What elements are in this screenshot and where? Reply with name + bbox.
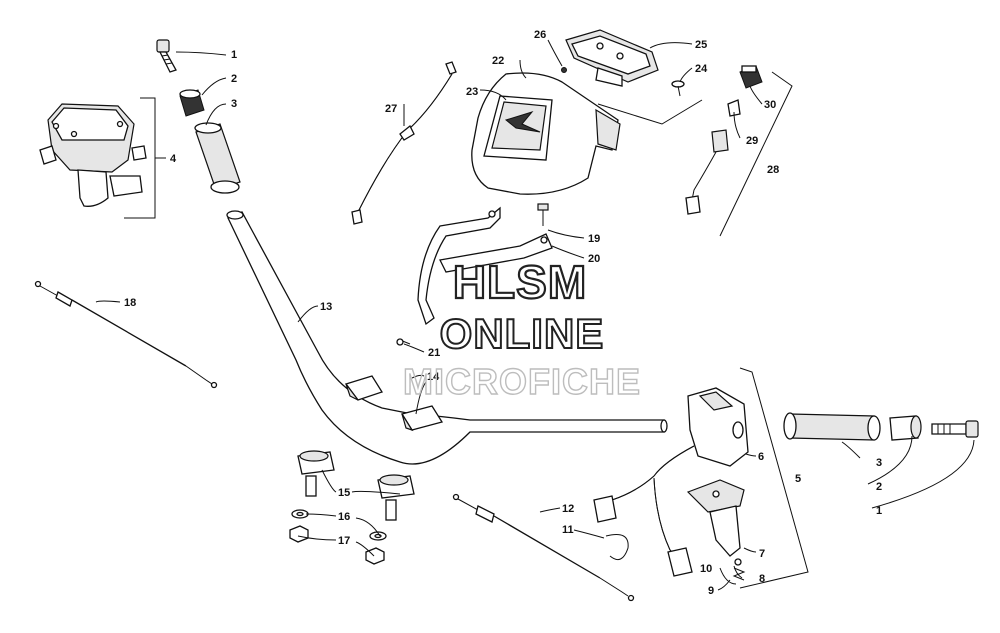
lower-clamp-part-15-right (377, 474, 415, 521)
bolt-part-1-left (156, 39, 177, 73)
screw-part-24 (671, 80, 685, 97)
throttle-housing-part-4 (39, 103, 147, 207)
callout-4: 4 (170, 153, 177, 165)
instrument-pod-part-22 (471, 72, 621, 195)
mounting-bracket-part-20 (417, 206, 553, 326)
callout-15: 15 (338, 487, 350, 499)
callout-10: 10 (700, 563, 712, 575)
handlebar-clamp-part-14-top (344, 375, 383, 401)
callout-9: 9 (708, 585, 714, 597)
speedometer-cable-part-27 (351, 61, 457, 225)
callout-28: 28 (767, 164, 779, 176)
callout-7: 7 (759, 548, 765, 560)
handlebar-clamp-part-14-bottom (400, 405, 444, 432)
callout-14: 14 (427, 371, 440, 383)
callout-12: 12 (562, 503, 574, 515)
callout-19: 19 (588, 233, 600, 245)
callout-11: 11 (562, 524, 574, 536)
watermark: HLSM ONLINE MICROFICHE (402, 255, 641, 403)
rivet-part-21 (396, 338, 411, 346)
lower-clamp-part-15-left (297, 450, 335, 497)
callout-3-right: 3 (876, 457, 882, 469)
callout-30: 30 (764, 99, 776, 111)
throttle-cable-part-18 (34, 280, 218, 389)
watermark-line-1: HLSM (453, 256, 587, 308)
end-cap-part-2-right (889, 415, 922, 441)
end-cap-part-2-left (179, 89, 205, 117)
ignition-switch-part-29 (685, 99, 741, 215)
brake-cable-part-12 (452, 493, 635, 602)
callout-24: 24 (695, 63, 708, 75)
callout-23: 23 (466, 86, 478, 98)
callout-labels: 1 2 3 4 5 6 7 8 9 10 11 12 13 14 15 16 1… (124, 29, 882, 597)
callout-26: 26 (534, 29, 546, 41)
gauge-part-25 (565, 29, 659, 87)
nut-part-17 (289, 525, 385, 565)
screw-part-8-9-10 (732, 558, 746, 581)
callout-2-left: 2 (231, 73, 237, 85)
callout-13: 13 (320, 301, 332, 313)
callout-29: 29 (746, 135, 758, 147)
callout-3-left: 3 (231, 98, 237, 110)
washer-part-16 (291, 509, 387, 541)
callout-1-left: 1 (231, 49, 237, 61)
grip-part-3-left (194, 122, 241, 194)
callout-6: 6 (758, 451, 764, 463)
callout-27: 27 (385, 103, 397, 115)
callout-18: 18 (124, 297, 136, 309)
bolt-part-1-right (931, 420, 979, 438)
callout-21: 21 (428, 347, 440, 359)
callout-20: 20 (588, 253, 600, 265)
screw-part-26 (561, 67, 567, 73)
wiring-harness-part-5 (593, 445, 695, 577)
callout-17: 17 (338, 535, 350, 547)
grip-part-3-right (783, 412, 881, 441)
leader-lines (95, 39, 975, 591)
callout-25: 25 (695, 39, 707, 51)
callout-2-right: 2 (876, 481, 882, 493)
clip-part-11 (605, 534, 629, 561)
callout-22: 22 (492, 55, 504, 67)
lever-block-part-7 (686, 479, 745, 557)
switch-housing-part-6 (687, 387, 749, 467)
callout-5: 5 (795, 473, 801, 485)
callout-16: 16 (338, 511, 350, 523)
callout-8: 8 (759, 573, 765, 585)
watermark-line-2: ONLINE (440, 310, 605, 357)
bolt-part-19 (537, 203, 549, 226)
watermark-line-3: MICROFICHE (403, 361, 641, 402)
ignition-key-part-30 (739, 65, 763, 89)
callout-1-right: 1 (876, 505, 882, 517)
